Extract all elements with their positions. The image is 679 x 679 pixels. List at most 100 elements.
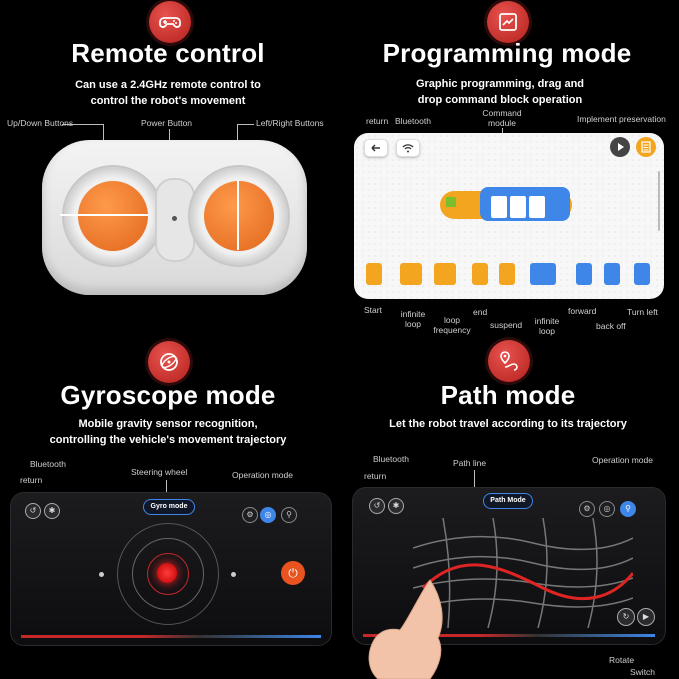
label-gyro-operation: Operation mode [232, 470, 293, 480]
palette-infinite-loop-2[interactable] [530, 263, 556, 285]
run-button[interactable] [610, 137, 630, 157]
gamepad-icon [159, 17, 181, 28]
leftright-button[interactable] [204, 181, 274, 251]
palette-end[interactable] [472, 263, 488, 285]
save-button[interactable] [636, 137, 656, 157]
return-icon [371, 144, 380, 152]
gyro-return-button[interactable]: ↺ [25, 503, 41, 519]
leader-gyro-steer [166, 480, 167, 498]
programming-subtitle: Graphic programming, drag and drop comma… [370, 76, 630, 108]
label-prog-return: return [366, 116, 389, 126]
gyro-bottom-glow [21, 635, 321, 638]
label-path-return: return [364, 471, 387, 481]
path-return-button[interactable]: ↺ [369, 498, 385, 514]
gyro-mode-pill[interactable]: Gyro mode [143, 499, 195, 515]
op-gamepad-icon[interactable]: ⚙ [242, 507, 258, 523]
path-subtitle-line1: Let the robot travel according to its tr… [389, 418, 627, 430]
path-title: Path mode [440, 380, 576, 410]
path-op-gamepad-icon[interactable]: ⚙ [579, 501, 595, 517]
path-badge [488, 340, 530, 382]
palette-start[interactable] [366, 263, 382, 285]
play-icon [618, 143, 624, 151]
gyro-bluetooth-button[interactable]: ✱ [44, 503, 60, 519]
gyro-badge [148, 341, 190, 383]
remote-title: Remote control [71, 38, 265, 68]
label-command-line1: Command [482, 108, 522, 118]
palette-infinite-loop[interactable] [400, 263, 422, 285]
palette-loop-frequency[interactable] [434, 263, 456, 285]
switch-button[interactable]: ▶ [637, 608, 655, 626]
label-gyro-bluetooth: Bluetooth [30, 459, 66, 469]
remote-subtitle-line1: Can use a 2.4GHz remote control to [75, 79, 261, 91]
path-op-path-icon[interactable]: ⚲ [620, 501, 636, 517]
leader-updown-h [62, 124, 104, 125]
programming-screen [354, 133, 664, 299]
label-implement-preservation: Implement preservation [577, 114, 666, 124]
label-command-line2: module [488, 118, 516, 128]
label-path-line: Path line [453, 458, 487, 468]
op-path-icon[interactable]: ⚲ [281, 507, 297, 523]
prog-scrollbar[interactable] [658, 171, 660, 231]
remote-badge [149, 1, 191, 43]
op-gyro-icon[interactable]: ◎ [260, 507, 276, 523]
prog-return-button[interactable] [364, 139, 388, 157]
palette-turn-left[interactable] [634, 263, 650, 285]
label-power-button: Power Button [141, 118, 193, 128]
prog-bluetooth-button[interactable] [396, 139, 420, 157]
label-path-bluetooth: Bluetooth [373, 454, 409, 464]
gyro-subtitle-line2: controlling the vehicle's movement traje… [49, 434, 287, 446]
program-start-flag [446, 197, 456, 207]
power-dot [172, 216, 177, 221]
path-bluetooth-button[interactable]: ✱ [388, 498, 404, 514]
gyro-title: Gyroscope mode [60, 380, 276, 410]
remote-subtitle-line2: control the robot's movement [90, 95, 246, 107]
programming-badge [487, 1, 529, 43]
seq-block-backoff[interactable] [509, 195, 527, 219]
remote-subtitle: Can use a 2.4GHz remote control to contr… [30, 77, 306, 109]
gyroscope-icon [160, 353, 178, 371]
label-start: Start [364, 305, 382, 315]
gyro-screen: ↺ ✱ Gyro mode ⚙ ◎ ⚲ ⏻ [10, 492, 332, 646]
updown-button[interactable] [78, 181, 148, 251]
label-rotate: Rotate [609, 655, 635, 665]
leftright-pad[interactable] [188, 165, 290, 267]
label-updown-buttons: Up/Down Buttons [7, 118, 74, 128]
remote-controller [42, 140, 307, 295]
label-infinite-loop-2: infinite loop [528, 316, 566, 336]
label-path-operation: Operation mode [592, 455, 653, 465]
label-infinite-loop: infinite loop [394, 309, 432, 329]
seq-block-forward[interactable] [490, 195, 508, 219]
label-switch: Switch [630, 667, 656, 677]
steering-knob[interactable] [157, 563, 177, 583]
label-infinite-loop-line2: loop [404, 319, 422, 329]
label-loop-frequency-line1: loop [443, 315, 461, 325]
label-loop-frequency-line2: frequency [433, 325, 471, 335]
steering-wheel-mid [132, 538, 204, 610]
wifi-icon [402, 144, 414, 153]
path-subtitle: Let the robot travel according to its tr… [360, 416, 656, 432]
path-op-gyro-icon[interactable]: ◎ [599, 501, 615, 517]
steering-wheel-outer[interactable] [117, 523, 219, 625]
label-prog-bluetooth: Bluetooth [395, 116, 431, 126]
steering-wheel-inner [147, 553, 189, 595]
palette-forward[interactable] [576, 263, 592, 285]
label-suspend: suspend [490, 320, 523, 330]
palette-back-off[interactable] [604, 263, 620, 285]
label-infinite-loop-2-line1: infinite [534, 316, 560, 326]
palette-suspend[interactable] [499, 263, 515, 285]
path-grid[interactable] [413, 518, 633, 628]
label-infinite-loop-2-line2: loop [538, 326, 556, 336]
rotate-button[interactable]: ↻ [617, 608, 635, 626]
label-steering-wheel: Steering wheel [131, 467, 188, 477]
seq-block-left[interactable] [528, 195, 546, 219]
path-bottom-glow [363, 634, 655, 637]
label-end: end [473, 307, 488, 317]
updown-pad[interactable] [62, 165, 164, 267]
path-screen: ↺ ✱ Path Mode ⚙ ◎ ⚲ ↻ ▶ [352, 487, 666, 645]
circuit-board-icon [499, 13, 517, 31]
programming-subtitle-line1: Graphic programming, drag and [415, 78, 585, 90]
gyro-power-button[interactable]: ⏻ [281, 561, 305, 585]
leftright-divider [237, 180, 239, 250]
path-mode-pill[interactable]: Path Mode [483, 493, 533, 509]
label-gyro-return: return [20, 475, 43, 485]
